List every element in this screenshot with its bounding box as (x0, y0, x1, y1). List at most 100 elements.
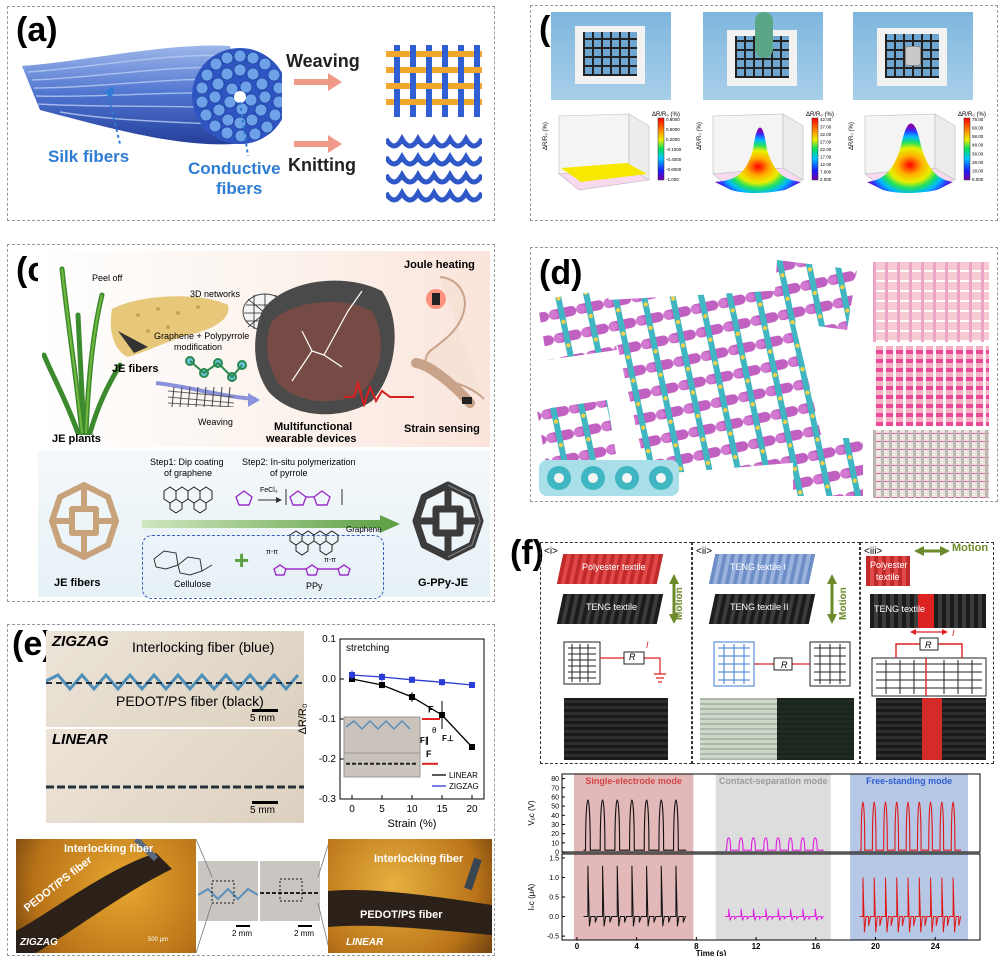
scale-bar-4 (298, 925, 312, 927)
panel-label-d: (d) (539, 254, 583, 292)
polypyrrole-structure-icon (285, 489, 343, 506)
weaving-label-c: Weaving (198, 417, 233, 427)
colorbar-ticks-1: 0.80000.50000.2000-0.1000-0.4000-0.6000-… (666, 117, 682, 182)
body-illustration (411, 276, 485, 408)
mode-iii-box (860, 542, 994, 764)
x-tick-label: 20 (466, 804, 478, 815)
step1-label-2: of graphene (164, 468, 213, 478)
time-tick-label: 12 (752, 942, 761, 951)
colorbar-tick-label: 28.00 (972, 160, 984, 165)
scale-5mm-1: 5 mm (250, 713, 275, 724)
f-perp-label: F⊥ (442, 734, 454, 743)
cellulose-structure-icon (153, 550, 213, 576)
voc-trace (859, 801, 961, 851)
colorbar-tick-label: 32.00 (820, 132, 832, 137)
mode-background (573, 774, 694, 940)
motion-arrow-1 (669, 574, 679, 624)
zigzag-stitch-line (46, 672, 304, 692)
step1-label-1: Step1: Dip coating (150, 457, 224, 467)
resistor-label-3: R (925, 640, 932, 650)
interlocking-fiber-left: Interlocking fiber (64, 843, 154, 855)
mode-background (715, 774, 831, 940)
modification-label-2: modification (174, 342, 223, 352)
scale-bar-1 (252, 709, 278, 712)
surface-plot-2: ΔR/R₀ (%) (697, 113, 819, 193)
sensor-photo-2 (703, 12, 823, 100)
y-tick-label: -0.2 (319, 754, 337, 765)
mode-ii-box (692, 542, 860, 764)
cellulose-box (142, 535, 384, 599)
knitting-label: Knitting (288, 155, 356, 175)
multifunctional-device-illustration (255, 280, 395, 415)
data-point-linear (409, 694, 415, 700)
woven-mesh-small (168, 387, 234, 407)
graphene-ppy-structure-icon (273, 530, 351, 576)
colorbar-tick-label: 68.00 (972, 126, 984, 131)
micro-photo-zigzag (16, 839, 196, 953)
step2-label-2: of pyrrole (270, 468, 308, 478)
x-tick-label: 15 (436, 804, 448, 815)
data-point-zigzag (439, 679, 445, 686)
colorbar-tick-label: -0.1000 (666, 147, 682, 152)
process-arrow-green (142, 515, 400, 533)
colorbar-tick-label: 27.00 (820, 140, 832, 145)
panel-label-f: (f) (510, 534, 544, 572)
y-tick-label: 0.1 (322, 634, 336, 645)
theta-label: θ (432, 726, 437, 735)
panel-e: (e) ZIGZAG Interlocking fiber (blue) PED… (7, 624, 495, 956)
teng2-label: TENG textile II (730, 602, 789, 612)
modification-label-1: Graphene + Polypyrrole (154, 331, 250, 341)
je-plants-label: JE plants (52, 433, 101, 445)
voc-tick-label: 70 (551, 785, 559, 792)
panel-d: (d) (530, 247, 998, 502)
isc-axis-label: Iₛc (μA) (527, 883, 536, 910)
voc-tick-label: 0 (555, 850, 559, 857)
y-axis-label: ΔR/R₀ (297, 704, 309, 735)
scale-500um: 500 μm (148, 937, 169, 943)
time-tick-label: 20 (871, 942, 880, 951)
data-point-zigzag (379, 674, 385, 680)
mode-title: Contact-separation mode (719, 776, 828, 786)
motion-arrow-3 (914, 546, 950, 556)
teng-label: TENG textile (586, 602, 638, 612)
chart-title: stretching (346, 643, 389, 654)
polyester-label: Polyester textile (582, 562, 646, 572)
linear-stitch-line (46, 785, 304, 789)
mode-iii-tag: <iii> (864, 546, 883, 557)
textile-photo-ii (700, 698, 854, 760)
silk-fibers-label: Silk fibers (48, 147, 130, 166)
teng1-label: TENG textile I (730, 562, 787, 572)
textile-photo-i (564, 698, 668, 760)
colorbar-tick-label: 37.00 (820, 125, 832, 130)
teng3-label: TENG textile (874, 604, 926, 614)
y-tick-label: -0.1 (319, 714, 337, 725)
colorbar-ticks-2: 42.0037.0032.0027.0022.0017.0012.007.000… (820, 117, 832, 182)
micro-photo-mid-2 (260, 861, 320, 921)
linear-small-label: LINEAR (346, 937, 384, 948)
g-ppy-je-label: G-PPy-JE (418, 577, 469, 589)
linear-label: LINEAR (52, 731, 108, 748)
pyrrole-structure-icon (235, 490, 253, 506)
je-fibers-illustration (110, 296, 229, 357)
je-fibers-top-label: JE fibers (112, 363, 159, 375)
micro-photo-mid-1 (198, 861, 258, 921)
colorbar-tick-label: 0.8000 (666, 117, 680, 122)
signal-wave-icon (344, 379, 414, 407)
colorbar-tick-label: 0.2000 (666, 137, 680, 142)
3d-networks-label: 3D networks (190, 289, 241, 299)
panel-c: (c) Peel off 3D networks Graphene + Poly… (7, 244, 495, 602)
isc-tick-label: -0.5 (547, 934, 559, 941)
pi-pi-label-2: π-π (324, 557, 336, 564)
pi-pi-label-1: π-π (266, 549, 278, 556)
voc-tick-label: 60 (551, 794, 559, 801)
mode-ii-tag: <ii> (696, 546, 713, 557)
circuit-diagram-1 (563, 641, 666, 685)
pedot-right: PEDOT/PS fiber (360, 909, 443, 921)
multifunctional-label-1: Multifunctional (274, 421, 353, 433)
scale-bar-3 (236, 925, 250, 927)
voc-trace (583, 799, 687, 851)
data-point-zigzag (469, 682, 475, 688)
resistance-surface-plots: ΔR/R₀ (%) ΔR/R₀ (%) ΔR/R₀ (%) ΔR/R₀ (%) … (543, 112, 986, 193)
joule-heating-label: Joule heating (404, 259, 475, 271)
knitting-arrow-icon (294, 135, 342, 153)
